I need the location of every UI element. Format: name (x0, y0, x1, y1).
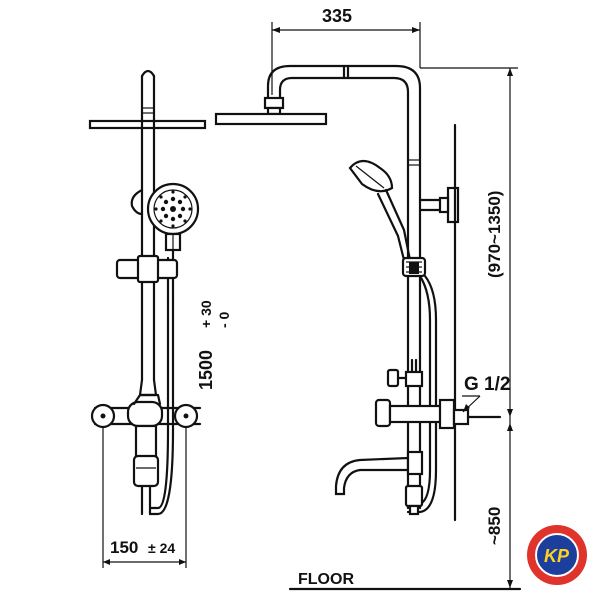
side-mixer-valve (374, 398, 502, 430)
kp-logo: KP (527, 525, 587, 585)
logo-text: KP (544, 546, 570, 566)
side-tub-spout (334, 450, 424, 496)
rail-height-tol-minus: - 0 (216, 311, 232, 328)
inlet-thread-value: G 1/2 (464, 374, 510, 395)
front-hand-shower (146, 182, 200, 302)
inlet-thread-annotation: G 1/2 (462, 374, 510, 413)
front-upper-bracket (130, 188, 144, 216)
inlet-spacing-tolerance: ± 24 (148, 540, 175, 556)
front-riser-cap (140, 69, 156, 78)
arm-length-value: 335 (322, 6, 352, 26)
inlet-height-value: ~850 (485, 507, 504, 545)
riser-height-value: (970~1350) (485, 191, 504, 278)
floor-line: FLOOR (288, 571, 522, 591)
inlet-spacing-value: 150 (110, 538, 138, 557)
rail-height-label: 1500 + 30 - 0 (196, 300, 232, 390)
inlet-spacing-dimension: 150 ± 24 (102, 428, 187, 568)
side-rain-head (214, 112, 328, 126)
side-diverter (386, 358, 424, 388)
floor-label: FLOOR (298, 571, 354, 588)
front-lower-riser (138, 378, 158, 397)
height-dimensions: (970~1350) ~850 (420, 67, 518, 588)
front-rain-head (88, 119, 207, 130)
side-view: 335 (214, 6, 522, 591)
rail-height-value: 1500 (196, 350, 216, 390)
front-tub-spout (132, 424, 160, 488)
side-hand-shower (348, 159, 427, 278)
front-view: 150 ± 24 1500 + 30 - 0 (88, 69, 232, 568)
front-hose (148, 298, 170, 510)
side-hose (406, 274, 438, 514)
side-upper-wall-bracket (418, 186, 460, 224)
rail-height-tol-plus: + 30 (198, 300, 214, 328)
front-mixer-valve (90, 393, 202, 429)
logo-inner (535, 533, 579, 577)
arm-length-dimension: 335 (271, 6, 421, 95)
front-slider-bracket (115, 254, 179, 284)
